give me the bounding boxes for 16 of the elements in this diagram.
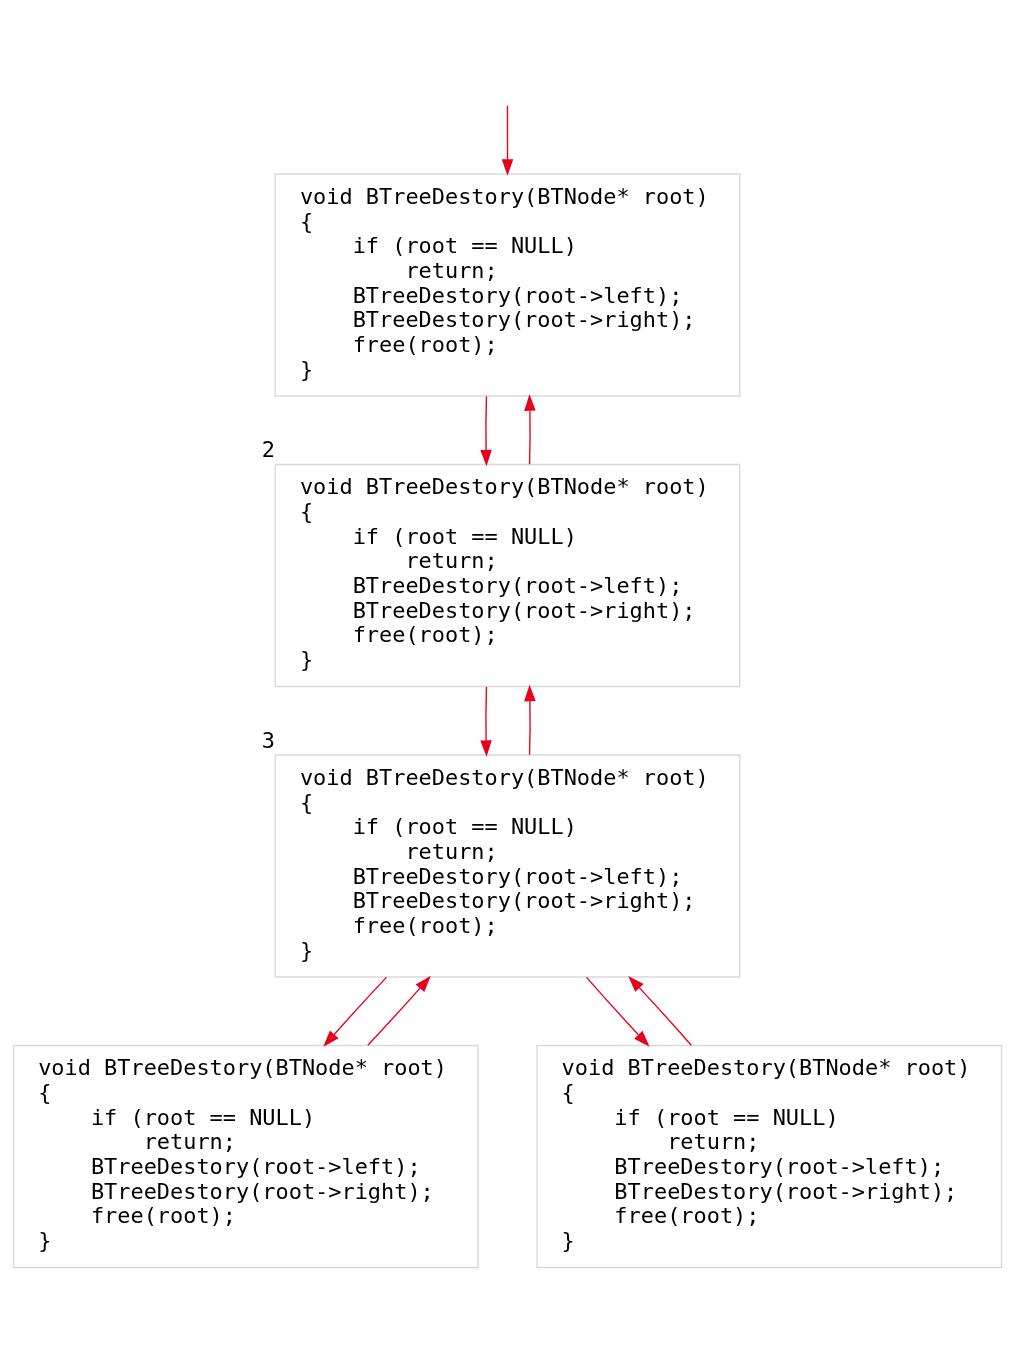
node-label: 2	[261, 436, 275, 462]
arrow	[480, 395, 492, 466]
arrow	[524, 393, 536, 465]
node-box: void BTreeDestory(BTNode* root) { if (root == NULL) return; BTreeDestory(root->left); BTreeDestory(root->right); free(root); }	[274, 753, 741, 978]
node-label: 3	[261, 727, 275, 753]
arrow	[585, 976, 650, 1047]
node-box: void BTreeDestory(BTNode* root) { if (root == NULL) return; BTreeDestory(root->left); BTreeDestory(root->right); free(root); }	[274, 172, 741, 397]
node-box: void BTreeDestory(BTNode* root) { if (root == NULL) return; BTreeDestory(root->left); BTreeDestory(root->right); free(root); }	[536, 1044, 1003, 1268]
arrow	[524, 684, 536, 755]
node-box: void BTreeDestory(BTNode* root) { if (root == NULL) return; BTreeDestory(root->left); BTreeDestory(root->right); free(root); }	[274, 463, 741, 687]
arrow	[367, 975, 431, 1046]
arrow	[628, 975, 692, 1046]
arrow	[480, 685, 492, 757]
arrow	[323, 976, 388, 1047]
arrow	[501, 104, 514, 176]
node-box: void BTreeDestory(BTNode* root) { if (root == NULL) return; BTreeDestory(root->left); BTreeDestory(root->right); free(root); }	[12, 1044, 479, 1268]
